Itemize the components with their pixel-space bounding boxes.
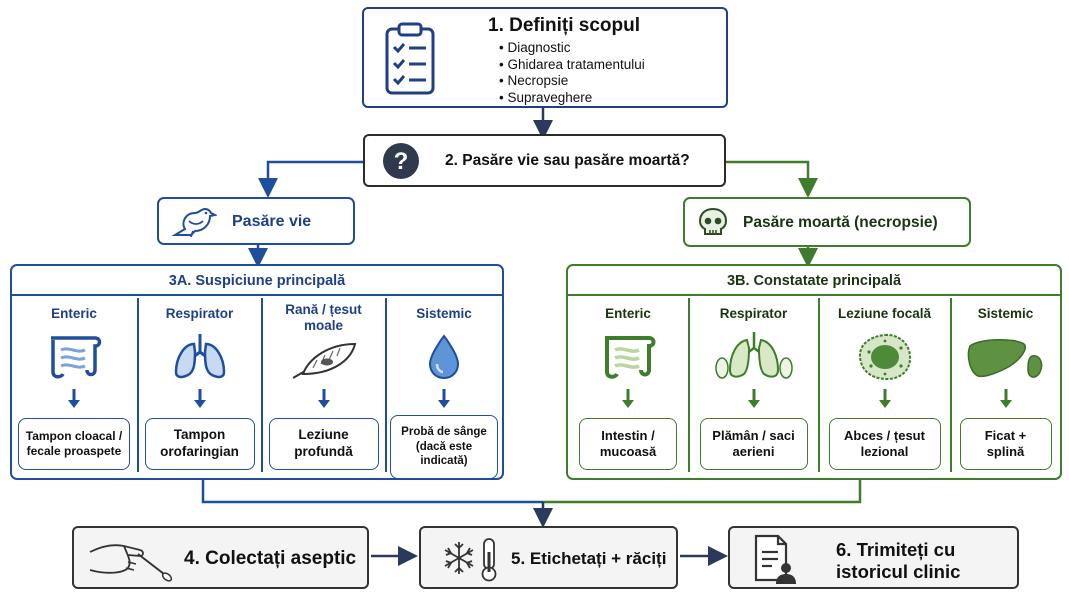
step1-box: 1. Definiți scopul • Diagnostic • Ghidar…: [362, 7, 728, 108]
sample-label: Tampon orofaringian: [144, 418, 255, 470]
panel-3b-column-enteric: Enteric Intestin / mucoasă: [568, 298, 688, 478]
liver-spleen-icon: [967, 339, 1042, 378]
column-divider: [950, 298, 952, 472]
merge-line-blue: [201, 480, 543, 504]
list-item: • Supraveghere: [499, 89, 593, 105]
live-bird-label: Pasăre vie: [232, 213, 312, 230]
document-person-icon: [754, 534, 796, 584]
lungs-airsacs-icon: [714, 332, 793, 379]
panel-3b-column-respirator: Respirator Plămân / saci aerieni: [689, 298, 818, 478]
swab-hand-icon: [89, 544, 173, 582]
panel-3a-column-enteric: Enteric Tampon cloacal / fecale proaspet…: [12, 298, 136, 478]
down-arrow-icon: [878, 389, 891, 408]
column-title: Enteric: [51, 306, 97, 321]
sample-label: Plămân / saci aerieni: [699, 418, 808, 470]
column-title: Sistemic: [416, 306, 472, 321]
lungs-icon: [174, 334, 225, 379]
panel-3a-title: 3A. Suspiciune principală: [168, 273, 346, 289]
down-arrow-icon: [193, 389, 206, 408]
panel-3a-title-rule: [12, 294, 502, 296]
column-divider: [385, 298, 387, 472]
step6-label-line1: 6. Trimiteți cu: [836, 539, 956, 560]
column-divider: [688, 298, 690, 472]
step5-label: 5. Etichetați + răciți: [511, 549, 667, 568]
step2-box: ? 2. Pasăre vie sau pasăre moartă?: [363, 134, 726, 187]
panel-3a: 3A. Suspiciune principală Enteric Tampon…: [10, 264, 504, 480]
step6-label-line2: istoricul clinic: [836, 561, 961, 582]
step2-title: 2. Pasăre vie sau pasăre moartă?: [445, 152, 690, 169]
sample-label: Leziune profundă: [268, 418, 379, 470]
sample-label: Intestin / mucoasă: [579, 418, 677, 470]
snowflake-thermometer-icon: [444, 538, 497, 582]
panel-3a-column-systemic: Sistemic Probă de sânge (dacă este indic…: [386, 298, 502, 479]
step4-label: 4. Colectați aseptic: [184, 548, 357, 569]
list-item: • Diagnostic: [499, 40, 571, 55]
column-divider: [137, 298, 139, 472]
column-divider: [818, 298, 820, 472]
panel-3a-column-respirator: Respirator Tampon orofaringian: [138, 298, 261, 478]
dead-bird-box: Pasăre moartă (necropsie): [683, 197, 971, 247]
intestine-icon: [51, 336, 102, 379]
list-item: • Necropsie: [499, 73, 569, 88]
lesion-icon: [858, 333, 911, 381]
panel-3b-column-systemic: Sistemic Ficat + splină: [951, 298, 1060, 478]
panel-3b-title: 3B. Constatate principală: [726, 273, 902, 289]
step6-box: 6. Trimiteți cu istoricul clinic: [728, 526, 1019, 589]
dead-bird-label: Pasăre moartă (necropsie): [743, 214, 938, 231]
column-title: Respirator: [719, 306, 788, 321]
arrow-step2-live: [258, 160, 363, 198]
panel-3a-column-wound: Rană / țesut moale Leziune profundă: [262, 298, 385, 478]
sample-label: Abces / țesut lezional: [828, 418, 941, 470]
clipboard-icon: [385, 22, 435, 95]
sample-label: Ficat + splină: [959, 418, 1052, 470]
step1-list: • Diagnostic • Ghidarea tratamentului • …: [499, 40, 645, 106]
down-arrow-icon: [438, 389, 450, 408]
down-arrow-icon: [68, 389, 80, 408]
column-title: Leziune focală: [837, 306, 932, 321]
list-item: • Ghidarea tratamentului: [499, 56, 645, 72]
feather-icon: [292, 342, 356, 379]
svg-text:?: ?: [394, 148, 409, 175]
down-arrow-icon: [317, 389, 330, 408]
down-arrow-icon: [747, 389, 760, 408]
column-title: Enteric: [605, 306, 651, 321]
blood-drop-icon: [428, 334, 460, 380]
step5-box: 5. Etichetați + răciți: [419, 526, 678, 589]
question-icon: ?: [383, 143, 419, 179]
sample-label: Probă de sânge (dacă este indicată): [390, 415, 498, 479]
merge-line-green: [543, 480, 862, 504]
arrow-step2-dead: [726, 160, 818, 198]
panel-3b: 3B. Constatate principală Enteric Intest…: [566, 264, 1062, 480]
down-arrow-icon: [999, 389, 1012, 408]
column-title: Rană / țesut moale: [285, 302, 362, 333]
skull-icon: [698, 207, 728, 235]
down-arrow-icon: [622, 389, 634, 408]
intestine-icon: [605, 336, 656, 379]
step1-title: 1. Definiți scopul: [488, 15, 641, 36]
column-title: Respirator: [165, 306, 234, 321]
bird-icon: [171, 207, 217, 238]
sample-label: Tampon cloacal / fecale proaspete: [18, 418, 130, 470]
column-divider: [261, 298, 263, 472]
panel-3b-column-focal-lesion: Leziune focală Abces / țesut lezional: [819, 298, 950, 478]
live-bird-box: Pasăre vie: [157, 197, 355, 245]
column-title: Sistemic: [977, 306, 1034, 321]
panel-3b-title-rule: [568, 294, 1060, 296]
step4-box: 4. Colectați aseptic: [72, 526, 369, 589]
